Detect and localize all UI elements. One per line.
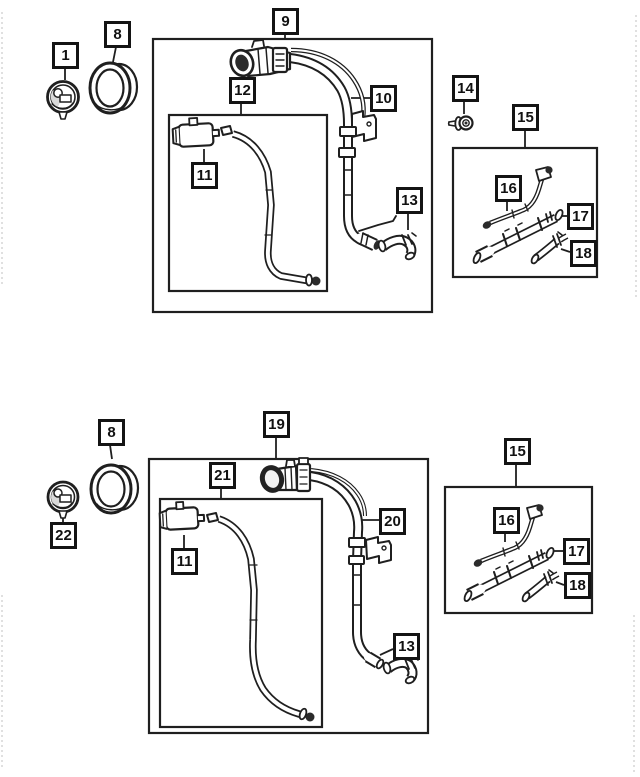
fuel-cap-drawing-bottom xyxy=(46,480,80,519)
callout-17-bottom[interactable]: 17 xyxy=(563,538,590,565)
callout-14[interactable]: 14 xyxy=(452,75,479,102)
vapor-separator-and-tube-bottom xyxy=(158,501,315,722)
callout-11-bottom[interactable]: 11 xyxy=(171,548,198,575)
callout-1[interactable]: 1 xyxy=(52,42,79,69)
vent-hose-kit-top xyxy=(472,166,569,265)
leader-lines xyxy=(62,35,571,656)
callout-10[interactable]: 10 xyxy=(370,85,397,112)
filler-tube-assembly-bottom xyxy=(259,457,392,670)
callout-15-top[interactable]: 15 xyxy=(512,104,539,131)
callout-8-top[interactable]: 8 xyxy=(104,21,131,48)
fuel-cap-drawing-top xyxy=(46,80,80,120)
callout-17-top[interactable]: 17 xyxy=(567,203,594,230)
callout-21[interactable]: 21 xyxy=(209,462,236,489)
callout-16-top[interactable]: 16 xyxy=(495,175,522,202)
callout-15-bottom[interactable]: 15 xyxy=(504,438,531,465)
callout-9[interactable]: 9 xyxy=(272,8,299,35)
filler-seal-drawing-top xyxy=(88,61,139,115)
callout-16-bottom[interactable]: 16 xyxy=(493,507,520,534)
callout-8-bottom[interactable]: 8 xyxy=(98,419,125,446)
callout-18-bottom[interactable]: 18 xyxy=(564,572,591,599)
callout-20[interactable]: 20 xyxy=(379,508,406,535)
callout-18-top[interactable]: 18 xyxy=(570,240,597,267)
filler-seal-drawing-bottom xyxy=(89,463,140,515)
callout-12[interactable]: 12 xyxy=(229,77,256,104)
filler-tube-assembly-top xyxy=(229,39,397,251)
vent-hose-13-top xyxy=(377,232,417,261)
callout-13-bottom[interactable]: 13 xyxy=(393,633,420,660)
vapor-separator-and-tube-top xyxy=(171,117,321,287)
callout-19[interactable]: 19 xyxy=(263,411,290,438)
screw-drawing xyxy=(447,115,474,131)
callout-22[interactable]: 22 xyxy=(50,522,77,549)
callout-11-top[interactable]: 11 xyxy=(191,162,218,189)
vent-hose-kit-bottom xyxy=(463,504,560,603)
callout-13-top[interactable]: 13 xyxy=(396,187,423,214)
